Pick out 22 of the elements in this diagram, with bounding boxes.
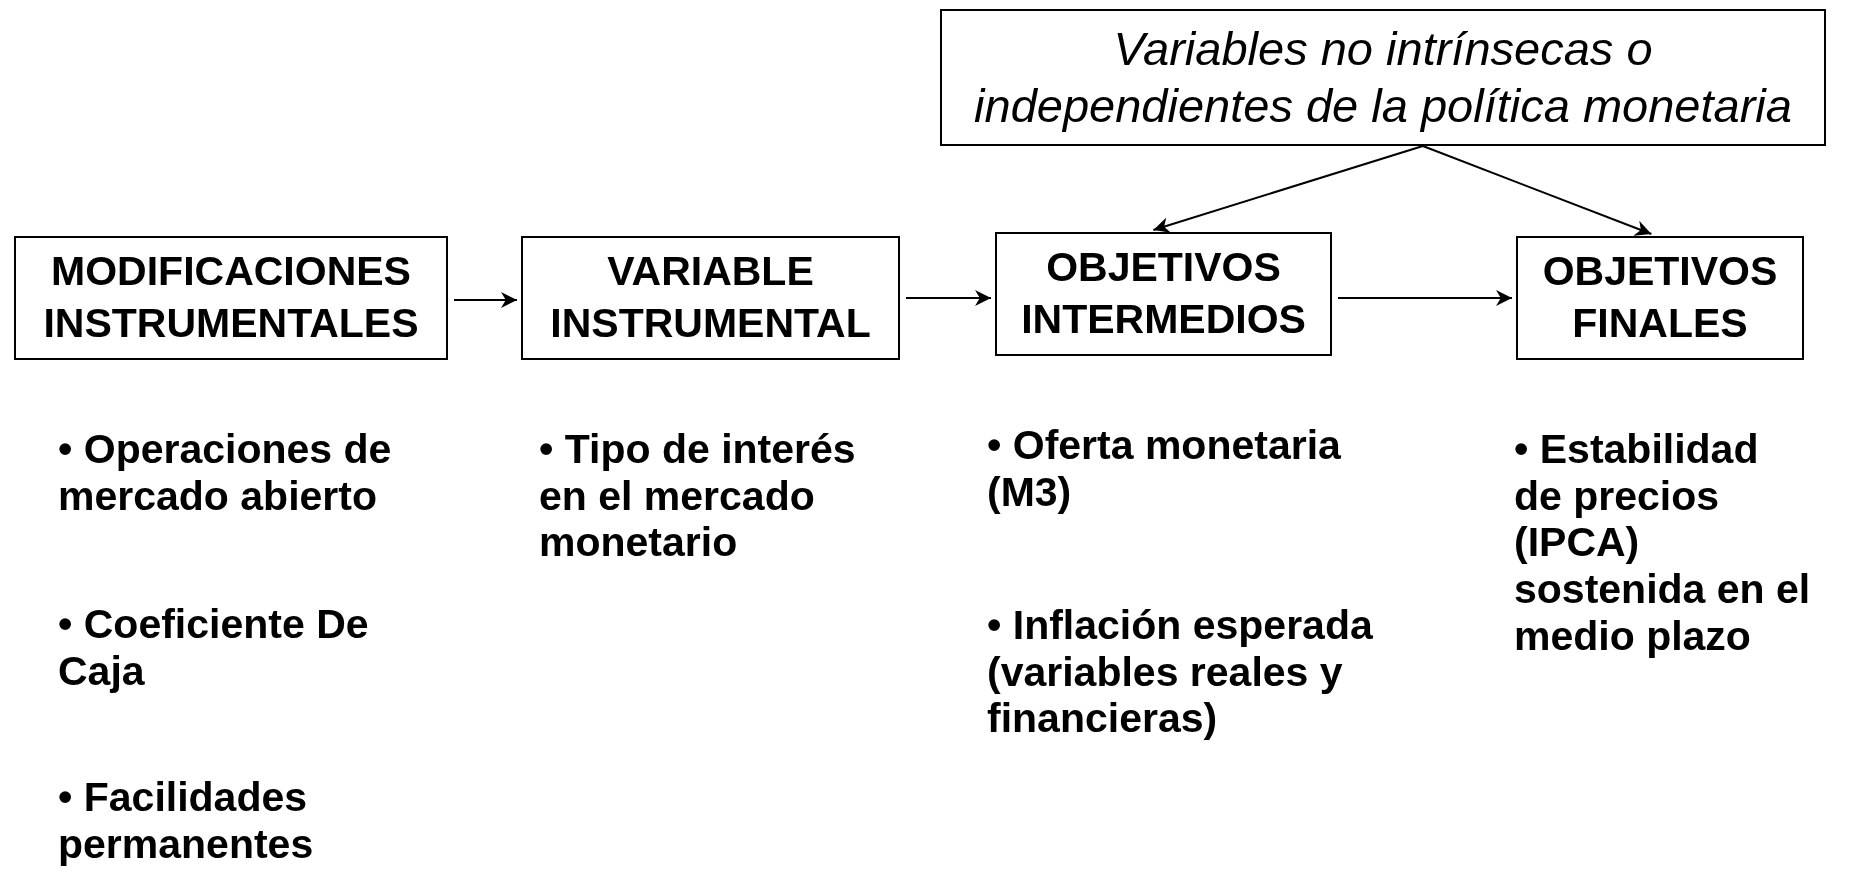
process-box bbox=[14, 236, 448, 360]
process-box bbox=[521, 236, 900, 360]
arrow bbox=[453, 292, 518, 308]
process-box bbox=[1516, 236, 1804, 360]
arrow bbox=[1152, 145, 1424, 233]
arrow bbox=[1421, 145, 1653, 236]
process-box bbox=[995, 232, 1332, 356]
bullet-text: • Operaciones de mercado abierto bbox=[58, 426, 393, 520]
bullet-text: • Oferta monetaria (M3) bbox=[987, 422, 1342, 516]
box-label: OBJETIVOS FINALES bbox=[1541, 247, 1779, 348]
box-label: OBJETIVOS INTERMEDIOS bbox=[1020, 243, 1307, 344]
bullet-text: • Estabilidad de precios (IPCA) sostenida en el medio plazo bbox=[1514, 426, 1812, 660]
bullet-text: • Tipo de interés en el mercado monetario bbox=[539, 426, 857, 567]
box-label: Variables no intrínsecas o independientes de la política monetaria bbox=[974, 21, 1792, 134]
box-label: VARIABLE INSTRUMENTAL bbox=[549, 247, 872, 348]
bullet-text: • Coeficiente De Caja bbox=[58, 601, 370, 695]
bullet-text: • Inflación esperada (variables reales y financieras) bbox=[987, 602, 1374, 743]
arrow bbox=[905, 290, 992, 306]
process-box bbox=[940, 9, 1826, 146]
arrow bbox=[1337, 290, 1513, 306]
bullet-text: • Facilidades permanentes bbox=[58, 774, 315, 868]
box-label: MODIFICACIONES INSTRUMENTALES bbox=[42, 247, 420, 348]
